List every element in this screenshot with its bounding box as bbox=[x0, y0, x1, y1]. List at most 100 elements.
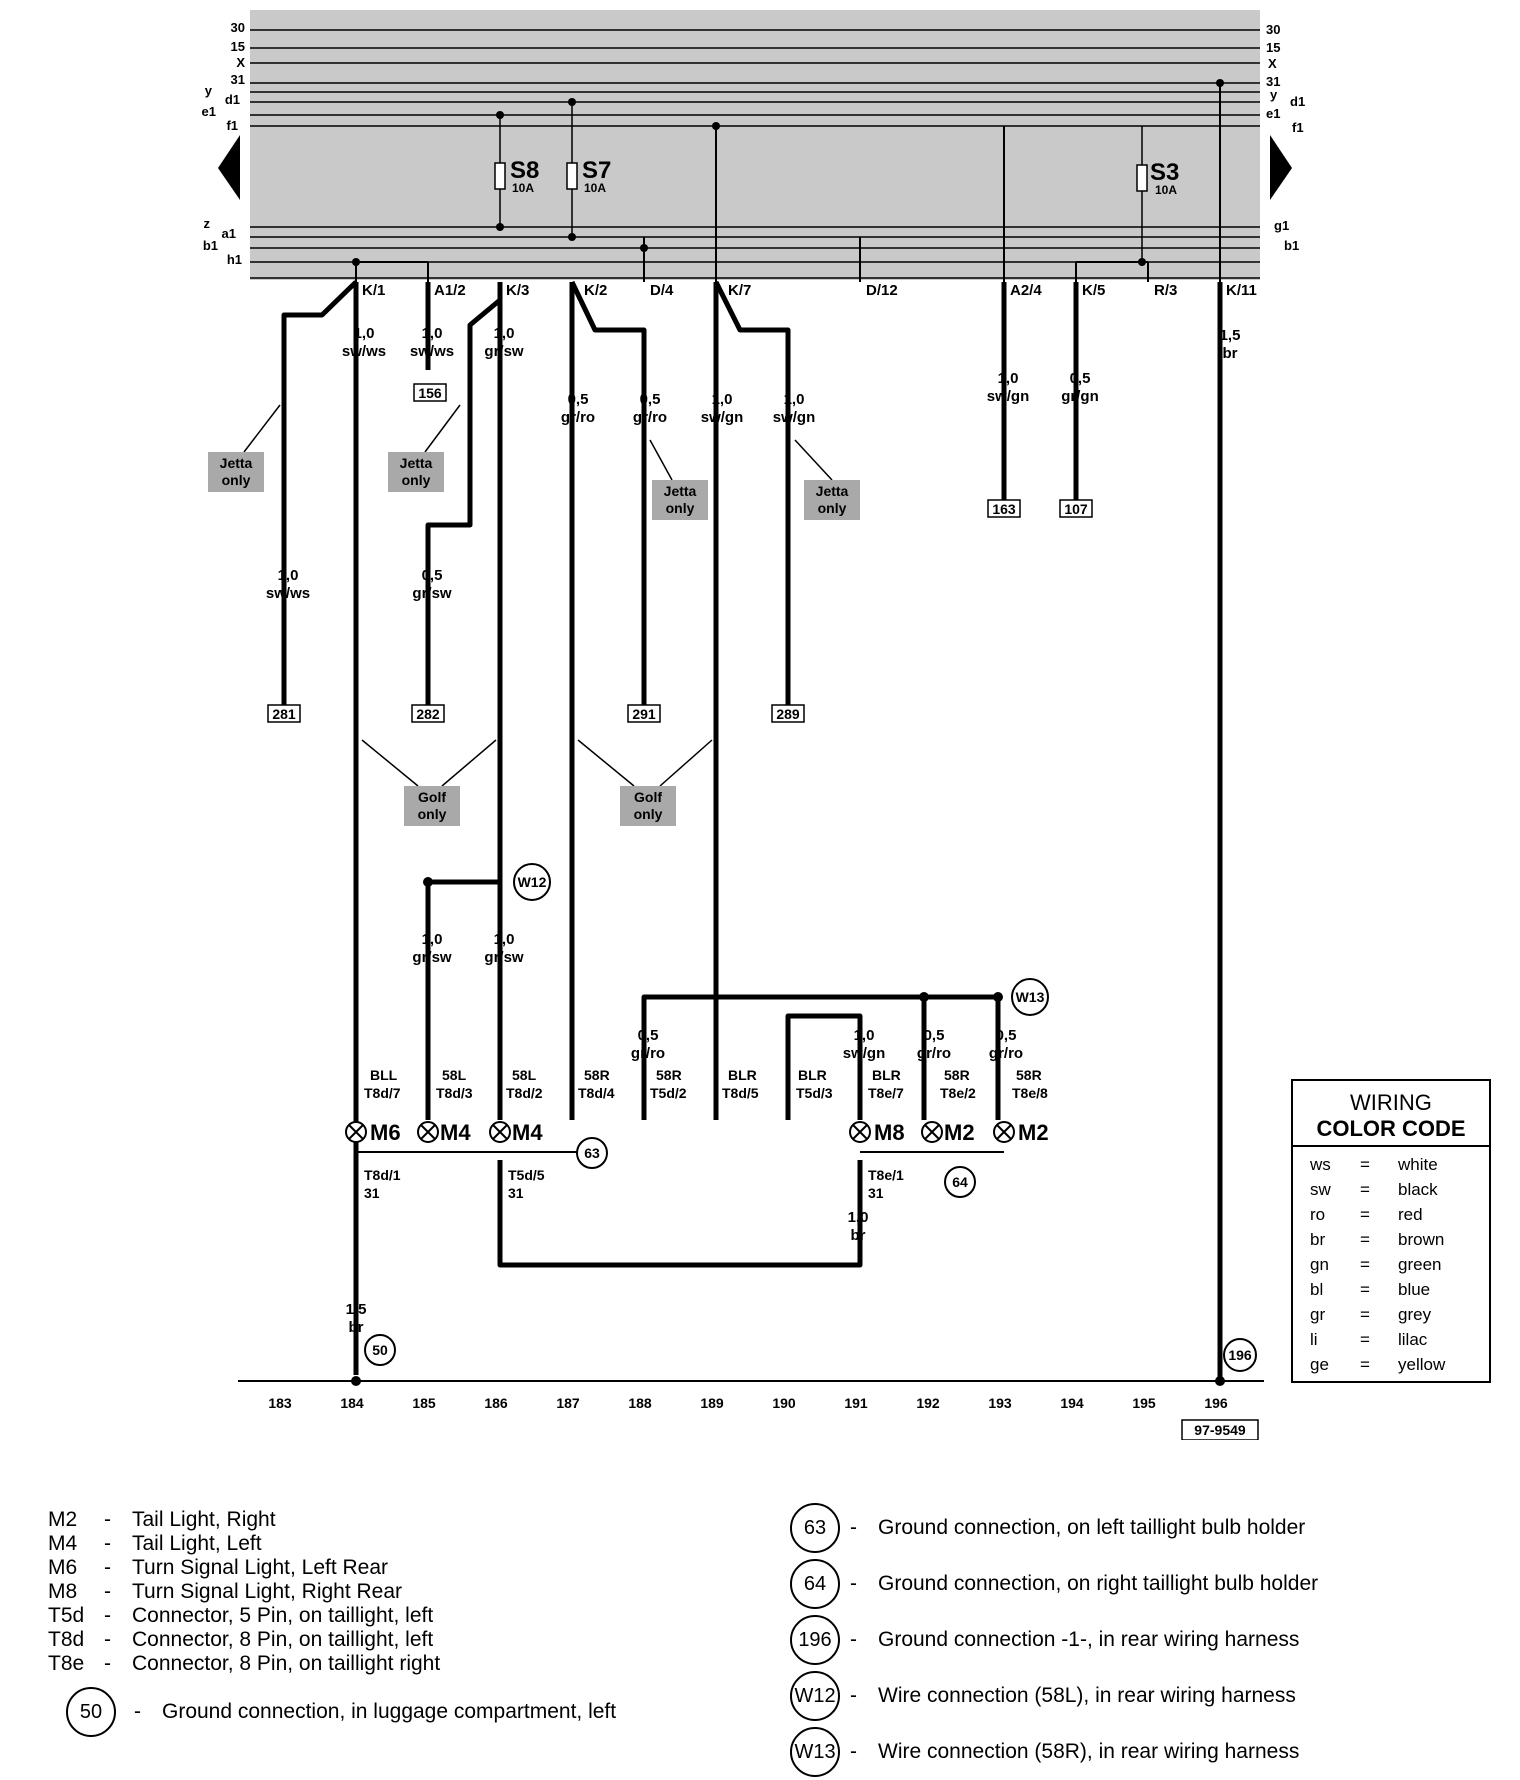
legend-desc: Wire connection (58R), in rear wiring ha… bbox=[878, 1740, 1300, 1763]
wire-color: br bbox=[349, 1319, 364, 1336]
wire-size: 1,0 bbox=[848, 1209, 869, 1226]
legend-desc: Turn Signal Light, Left Rear bbox=[132, 1556, 389, 1579]
connector-pin: T8d/3 bbox=[436, 1085, 473, 1101]
color-eq: = bbox=[1360, 1180, 1370, 1199]
wire-size: 1,5 bbox=[346, 1301, 367, 1318]
legend-item: 196-Ground connection -1-, in rear wirin… bbox=[790, 1612, 1318, 1668]
connector-pin: T5d/2 bbox=[650, 1085, 687, 1101]
right-terminal: 30 bbox=[1266, 22, 1280, 37]
wire-color: gr/gn bbox=[1061, 388, 1099, 405]
wire-size: 0,5 bbox=[996, 1027, 1017, 1044]
connector-pin: T8e/8 bbox=[1012, 1085, 1048, 1101]
note-tag: only bbox=[818, 500, 847, 516]
note-tag: only bbox=[222, 472, 251, 488]
connector-signal: BLR bbox=[728, 1067, 757, 1083]
wire-color: sw/gn bbox=[773, 409, 816, 426]
right-terminal: g1 bbox=[1274, 218, 1289, 233]
legend-desc: Tail Light, Left bbox=[132, 1532, 262, 1555]
connector-signal: BLR bbox=[872, 1067, 901, 1083]
connector-signal: 58R bbox=[944, 1067, 970, 1083]
wire-size: 0,5 bbox=[422, 567, 443, 584]
note-tag: Golf bbox=[634, 789, 662, 805]
wire-size: 1,0 bbox=[354, 325, 375, 342]
left-terminal: 15 bbox=[231, 39, 245, 54]
track-number: 192 bbox=[916, 1395, 940, 1411]
node-circle: 196 bbox=[1228, 1347, 1252, 1363]
track-number: 193 bbox=[988, 1395, 1012, 1411]
color-eq: = bbox=[1360, 1330, 1370, 1349]
track-number: 189 bbox=[700, 1395, 724, 1411]
note-tag: Jetta bbox=[816, 483, 849, 499]
track-number: 190 bbox=[772, 1395, 796, 1411]
connector-pin: T8e/7 bbox=[868, 1085, 904, 1101]
color-code: br bbox=[1310, 1230, 1325, 1249]
legend-code: T8d bbox=[48, 1628, 85, 1651]
pin-label: K/3 bbox=[506, 282, 529, 299]
wire-color: sw/ws bbox=[266, 585, 310, 602]
right-terminal: e1 bbox=[1266, 106, 1280, 121]
wire-color: sw/gn bbox=[701, 409, 744, 426]
right-terminal: 15 bbox=[1266, 40, 1280, 55]
color-eq: = bbox=[1360, 1155, 1370, 1174]
connector-signal: BLL bbox=[370, 1067, 398, 1083]
note-tag: only bbox=[666, 500, 695, 516]
node-circle: 63 bbox=[584, 1145, 600, 1161]
fuse-label: S7 bbox=[582, 157, 611, 184]
wire-size: 1,0 bbox=[998, 370, 1019, 387]
track-number: 188 bbox=[628, 1395, 652, 1411]
legend-desc: Turn Signal Light, Right Rear bbox=[132, 1580, 403, 1603]
wire-color: gr/ro bbox=[633, 409, 667, 426]
reference-box: 289 bbox=[776, 706, 800, 722]
legend-circle: 196 bbox=[790, 1615, 840, 1665]
pin-label: R/3 bbox=[1154, 282, 1177, 299]
pin-label: K/7 bbox=[728, 282, 751, 299]
left-terminal: h1 bbox=[227, 252, 242, 267]
pin-label: K/1 bbox=[362, 282, 385, 299]
track-number: 195 bbox=[1132, 1395, 1156, 1411]
color-name: yellow bbox=[1398, 1355, 1446, 1374]
ground-term: 31 bbox=[364, 1185, 380, 1201]
legend-desc: Connector, 5 Pin, on taillight, left bbox=[132, 1604, 434, 1627]
legend-desc: Ground connection, in luggage compartmen… bbox=[162, 1700, 617, 1723]
reference-box: 163 bbox=[992, 501, 1016, 517]
connector-pin: T8d/2 bbox=[506, 1085, 543, 1101]
note-tag: only bbox=[402, 472, 431, 488]
pin-label: A2/4 bbox=[1010, 282, 1042, 299]
legend-desc: Wire connection (58L), in rear wiring ha… bbox=[878, 1684, 1296, 1707]
connector-signal: 58R bbox=[584, 1067, 610, 1083]
legend-code: T8e bbox=[48, 1652, 85, 1675]
connector-pin: T8d/4 bbox=[578, 1085, 615, 1101]
legend-item: 63-Ground connection, on left taillight … bbox=[790, 1500, 1318, 1556]
wire-color: br bbox=[1223, 345, 1238, 362]
color-name: lilac bbox=[1398, 1330, 1428, 1349]
reference-box: 156 bbox=[418, 385, 442, 401]
ground-pin: T5d/5 bbox=[508, 1167, 545, 1183]
color-name: green bbox=[1398, 1255, 1441, 1274]
wire-size: 1,0 bbox=[494, 325, 515, 342]
connector-signal: 58L bbox=[442, 1067, 467, 1083]
lamp-label: M2 bbox=[944, 1120, 975, 1145]
lamp-label: M2 bbox=[1018, 1120, 1049, 1145]
legend-item: M4-Tail Light, Left bbox=[48, 1532, 262, 1555]
wire-size: 1,0 bbox=[854, 1027, 875, 1044]
legend-circle: 50 bbox=[66, 1687, 116, 1737]
node-circle: W12 bbox=[518, 874, 547, 890]
ground-pin: T8d/1 bbox=[364, 1167, 401, 1183]
lamp-label: M4 bbox=[512, 1120, 543, 1145]
note-tag: Jetta bbox=[400, 455, 433, 471]
wire-size: 1,0 bbox=[422, 325, 443, 342]
legend-desc: Connector, 8 Pin, on taillight, left bbox=[132, 1628, 434, 1651]
right-terminal: y bbox=[1270, 87, 1278, 102]
wire-color: sw/gn bbox=[987, 388, 1030, 405]
legend-desc: Tail Light, Right bbox=[132, 1508, 276, 1531]
track-number: 194 bbox=[1060, 1395, 1084, 1411]
color-code: ro bbox=[1310, 1205, 1325, 1224]
color-code-title: COLOR CODE bbox=[1316, 1116, 1465, 1141]
color-name: grey bbox=[1398, 1305, 1432, 1324]
note-tag: Golf bbox=[418, 789, 446, 805]
pin-label: A1/2 bbox=[434, 282, 466, 299]
note-tag: Jetta bbox=[220, 455, 253, 471]
legend-item: M8-Turn Signal Light, Right Rear bbox=[48, 1580, 403, 1603]
note-tag: Jetta bbox=[664, 483, 697, 499]
legend-code: M4 bbox=[48, 1532, 78, 1555]
